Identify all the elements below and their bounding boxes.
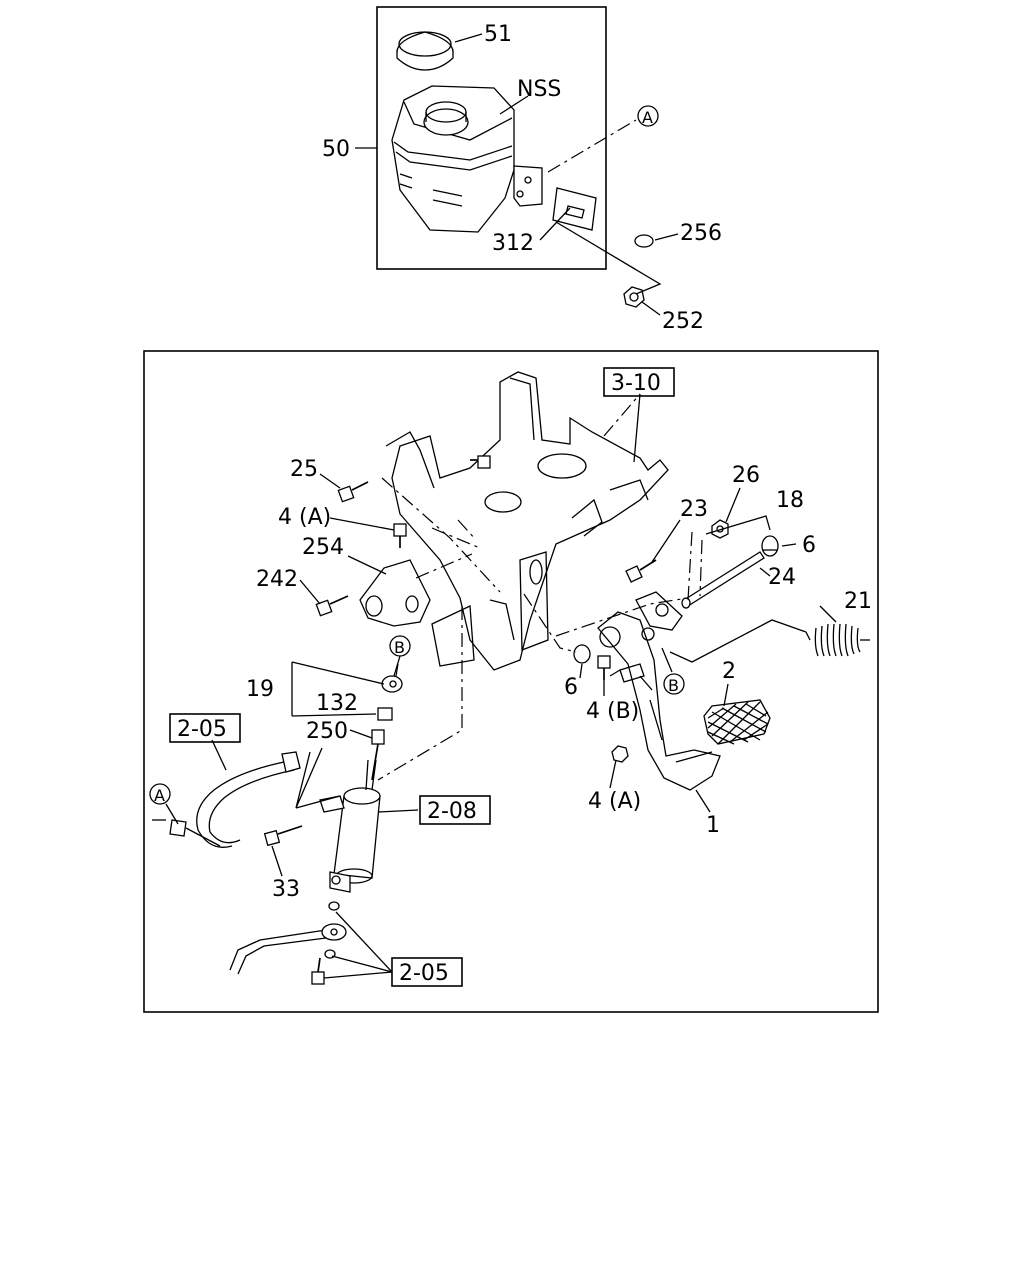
- bolt-25: [337, 481, 369, 503]
- callout-4a-lower: 4 (A): [588, 789, 641, 814]
- cap-51: [396, 31, 454, 71]
- nut-132: [377, 707, 393, 721]
- callout-4b: 4 (B): [586, 699, 639, 724]
- pipe-2-05-lower: [229, 901, 347, 985]
- bolt-23: [625, 559, 657, 583]
- callout-250: 250: [306, 719, 348, 744]
- callout-50: 50: [322, 137, 350, 162]
- callout-21: 21: [844, 589, 872, 614]
- ref-circle-b-left: B: [389, 635, 411, 657]
- bolt-4b: [597, 655, 611, 680]
- housing-bolt: [470, 455, 491, 469]
- callout-1: 1: [706, 813, 720, 838]
- callout-132: 132: [316, 691, 358, 716]
- svg-text:B: B: [668, 676, 679, 695]
- bolt-4a-lower: [611, 745, 629, 763]
- plug-256: [634, 234, 654, 248]
- callout-23: 23: [680, 497, 708, 522]
- callout-25: 25: [290, 457, 318, 482]
- callout-26: 26: [732, 463, 760, 488]
- callout-6-mid: 6: [564, 675, 578, 700]
- plate-254: [359, 559, 431, 627]
- shaft-24: [681, 551, 765, 609]
- ref-box-3-10: 3-10: [603, 367, 675, 397]
- ref-circle-a-top: A: [637, 105, 659, 127]
- callout-33: 33: [272, 877, 300, 902]
- bolt-250: [371, 729, 385, 781]
- svg-text:A: A: [154, 786, 165, 805]
- svg-text:2-05: 2-05: [177, 717, 227, 742]
- callout-2: 2: [722, 659, 736, 684]
- callout-nss: NSS: [517, 77, 561, 102]
- bushing-6-mid: [573, 644, 591, 664]
- callout-242: 242: [256, 567, 298, 592]
- bolt-242: [315, 595, 349, 617]
- pedal-bracket-housing: [385, 371, 669, 671]
- callout-312: 312: [492, 231, 534, 256]
- ref-circle-b-right: B: [663, 673, 685, 695]
- callout-18: 18: [776, 488, 804, 513]
- svg-text:3-10: 3-10: [611, 371, 661, 396]
- ref-box-2-05-lower: 2-05: [391, 957, 463, 987]
- bushing-6-right: [761, 535, 779, 557]
- callout-256: 256: [680, 221, 722, 246]
- callout-24: 24: [768, 565, 796, 590]
- callout-19: 19: [246, 677, 274, 702]
- cylinder-2-08: [319, 759, 381, 893]
- ref-circle-a-left: A: [149, 783, 171, 805]
- nut-252: [623, 286, 645, 308]
- fitting-19: [381, 675, 403, 693]
- callout-4a-upper: 4 (A): [278, 505, 331, 530]
- callout-6-right: 6: [802, 533, 816, 558]
- ref-box-2-05-upper: 2-05: [169, 713, 241, 743]
- svg-text:A: A: [642, 108, 653, 127]
- ref-box-2-08: 2-08: [419, 795, 491, 825]
- svg-text:2-05: 2-05: [399, 961, 449, 986]
- callout-254: 254: [302, 535, 344, 560]
- bracket-312: [552, 187, 597, 231]
- callout-252: 252: [662, 309, 704, 334]
- reservoir-body-50: [391, 85, 543, 233]
- pedal-arm-1: [597, 591, 721, 791]
- spring-21: [805, 623, 870, 657]
- bolt-4a-upper: [393, 523, 407, 548]
- bolt-33: [263, 825, 303, 847]
- pedal-frame: [143, 350, 879, 1013]
- callout-51: 51: [484, 22, 512, 47]
- nut-26: [711, 519, 729, 539]
- svg-text:2-08: 2-08: [427, 799, 477, 824]
- svg-text:B: B: [394, 638, 405, 657]
- pipe-2-05-upper: [169, 751, 301, 848]
- pedal-pad-2: [703, 699, 771, 745]
